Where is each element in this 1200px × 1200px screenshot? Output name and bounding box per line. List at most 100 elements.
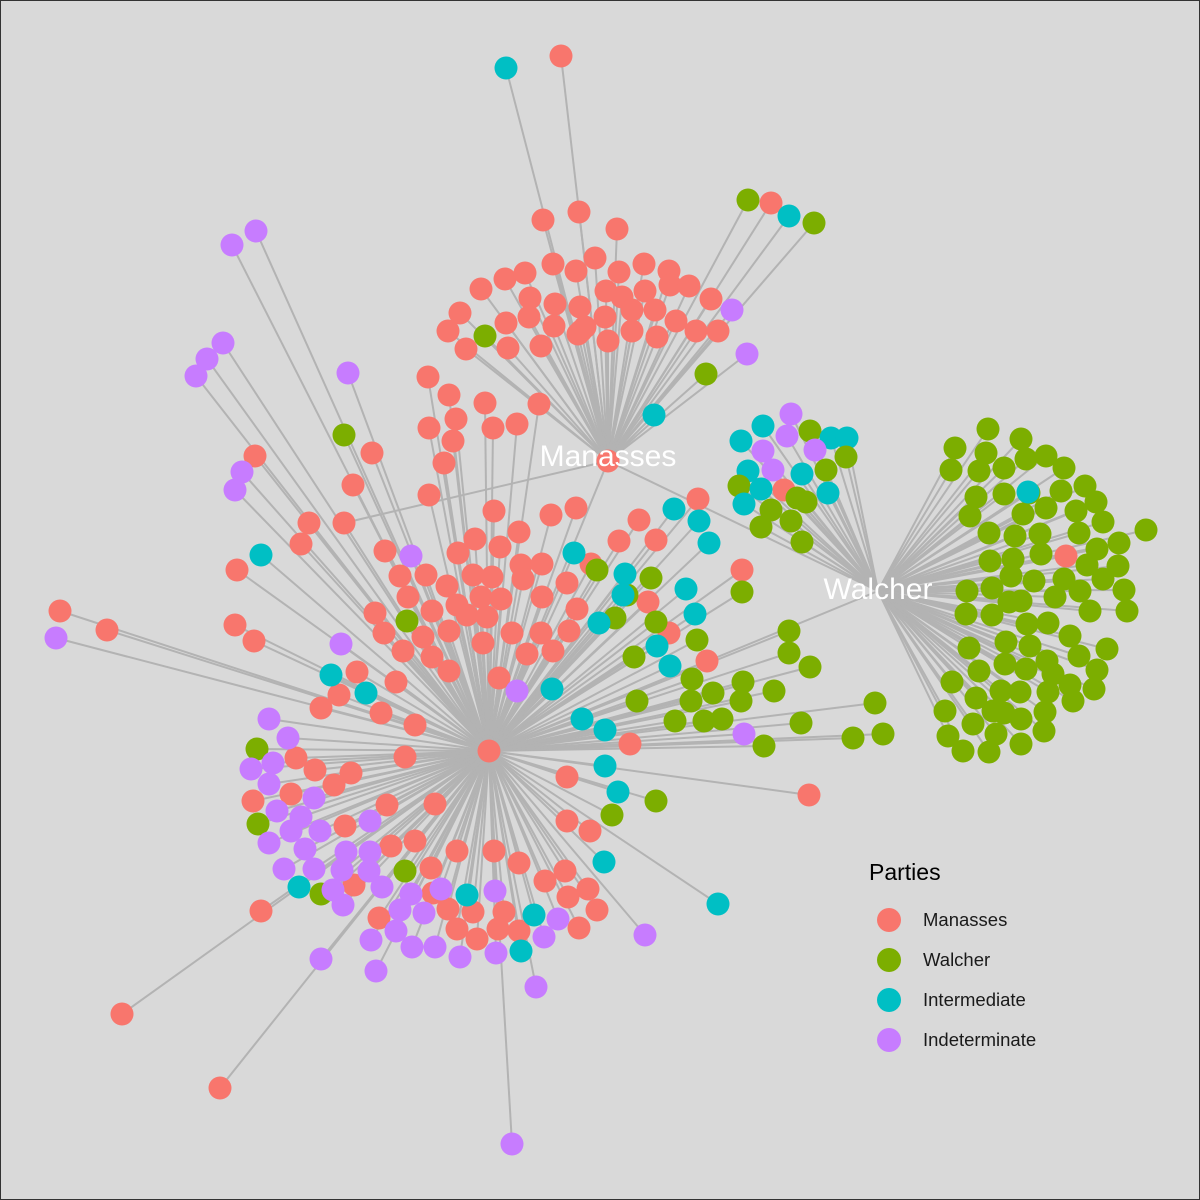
node-manasses xyxy=(633,279,657,303)
hub-node-manasses xyxy=(596,449,620,473)
node-manasses xyxy=(627,508,651,532)
edge xyxy=(488,520,700,752)
edge xyxy=(507,347,609,462)
node-manasses xyxy=(303,758,327,782)
node-manasses xyxy=(730,558,754,582)
node-indeterminate xyxy=(532,925,556,949)
node-intermediate xyxy=(645,634,669,658)
node-walcher xyxy=(395,609,419,633)
node-manasses xyxy=(481,416,505,440)
node-indeterminate xyxy=(230,460,254,484)
node-manasses xyxy=(759,191,783,215)
node-intermediate xyxy=(729,429,753,453)
node-walcher xyxy=(1041,662,1065,686)
node-manasses xyxy=(297,511,321,535)
node-walcher xyxy=(943,436,967,460)
node-manasses xyxy=(620,319,644,343)
manasses-hub-label: Manasses xyxy=(540,440,677,473)
node-walcher xyxy=(1052,456,1076,480)
node-walcher xyxy=(1058,624,1082,648)
node-walcher xyxy=(729,689,753,713)
node-intermediate xyxy=(570,707,594,731)
node-manasses xyxy=(279,782,303,806)
node-walcher xyxy=(955,579,979,603)
node-manasses xyxy=(445,839,469,863)
node-manasses xyxy=(403,713,427,737)
edge xyxy=(505,322,609,462)
node-manasses xyxy=(644,528,668,552)
node-manasses xyxy=(593,305,617,329)
node-manasses xyxy=(515,642,539,666)
edge xyxy=(760,526,879,592)
node-walcher xyxy=(967,659,991,683)
node-intermediate xyxy=(587,611,611,635)
node-manasses xyxy=(95,618,119,642)
node-walcher xyxy=(978,549,1002,573)
node-manasses xyxy=(573,315,597,339)
edge xyxy=(343,460,609,524)
hub-node-left xyxy=(332,511,356,535)
node-intermediate xyxy=(593,754,617,778)
node-walcher xyxy=(980,603,1004,627)
node-manasses xyxy=(322,773,346,797)
node-walcher xyxy=(246,812,270,836)
edge xyxy=(877,590,964,752)
node-manasses xyxy=(441,429,465,453)
legend: Parties Manasses Walcher Intermediate In… xyxy=(869,859,1036,1060)
node-manasses xyxy=(48,599,72,623)
edge xyxy=(827,492,879,592)
node-indeterminate xyxy=(257,831,281,855)
node-walcher xyxy=(1084,490,1108,514)
node-intermediate xyxy=(683,602,707,626)
node-manasses xyxy=(473,391,497,415)
node-intermediate xyxy=(606,780,630,804)
legend-title: Parties xyxy=(869,859,941,885)
edge xyxy=(762,425,879,592)
node-indeterminate xyxy=(400,935,424,959)
node-intermediate xyxy=(249,543,273,567)
node-manasses xyxy=(511,567,535,591)
node-manasses xyxy=(555,809,579,833)
edge xyxy=(607,296,623,462)
edge xyxy=(195,375,490,752)
node-walcher xyxy=(1095,637,1119,661)
node-manasses xyxy=(243,444,267,468)
node-indeterminate xyxy=(388,898,412,922)
node-walcher xyxy=(762,679,786,703)
edge xyxy=(877,590,1048,662)
node-walcher xyxy=(1033,700,1057,724)
node-indeterminate xyxy=(302,857,326,881)
node-manasses xyxy=(463,527,487,551)
node-manasses xyxy=(445,917,469,941)
node-walcher xyxy=(759,498,783,522)
node-walcher xyxy=(1008,680,1032,704)
node-walcher xyxy=(958,504,982,528)
edge xyxy=(607,460,879,592)
edge xyxy=(877,535,1016,592)
node-walcher xyxy=(473,324,497,348)
node-manasses xyxy=(618,732,642,756)
node-walcher xyxy=(777,619,801,643)
node-manasses xyxy=(505,412,529,436)
node-walcher xyxy=(1028,522,1052,546)
node-manasses xyxy=(677,274,701,298)
node-manasses xyxy=(605,217,629,241)
node-manasses xyxy=(469,585,493,609)
node-indeterminate xyxy=(334,840,358,864)
edge xyxy=(877,590,997,735)
node-manasses xyxy=(393,745,417,769)
node-manasses xyxy=(583,246,607,270)
node-walcher xyxy=(730,580,754,604)
node-manasses xyxy=(564,259,588,283)
node-walcher xyxy=(1107,531,1131,555)
node-walcher xyxy=(1067,644,1091,668)
node-indeterminate xyxy=(211,331,235,355)
node-manasses xyxy=(454,337,478,361)
node-walcher xyxy=(644,789,668,813)
node-manasses xyxy=(432,451,456,475)
node-walcher xyxy=(685,628,709,652)
node-walcher xyxy=(749,515,773,539)
edge xyxy=(607,222,815,462)
node-manasses xyxy=(567,200,591,224)
edge xyxy=(456,604,490,752)
